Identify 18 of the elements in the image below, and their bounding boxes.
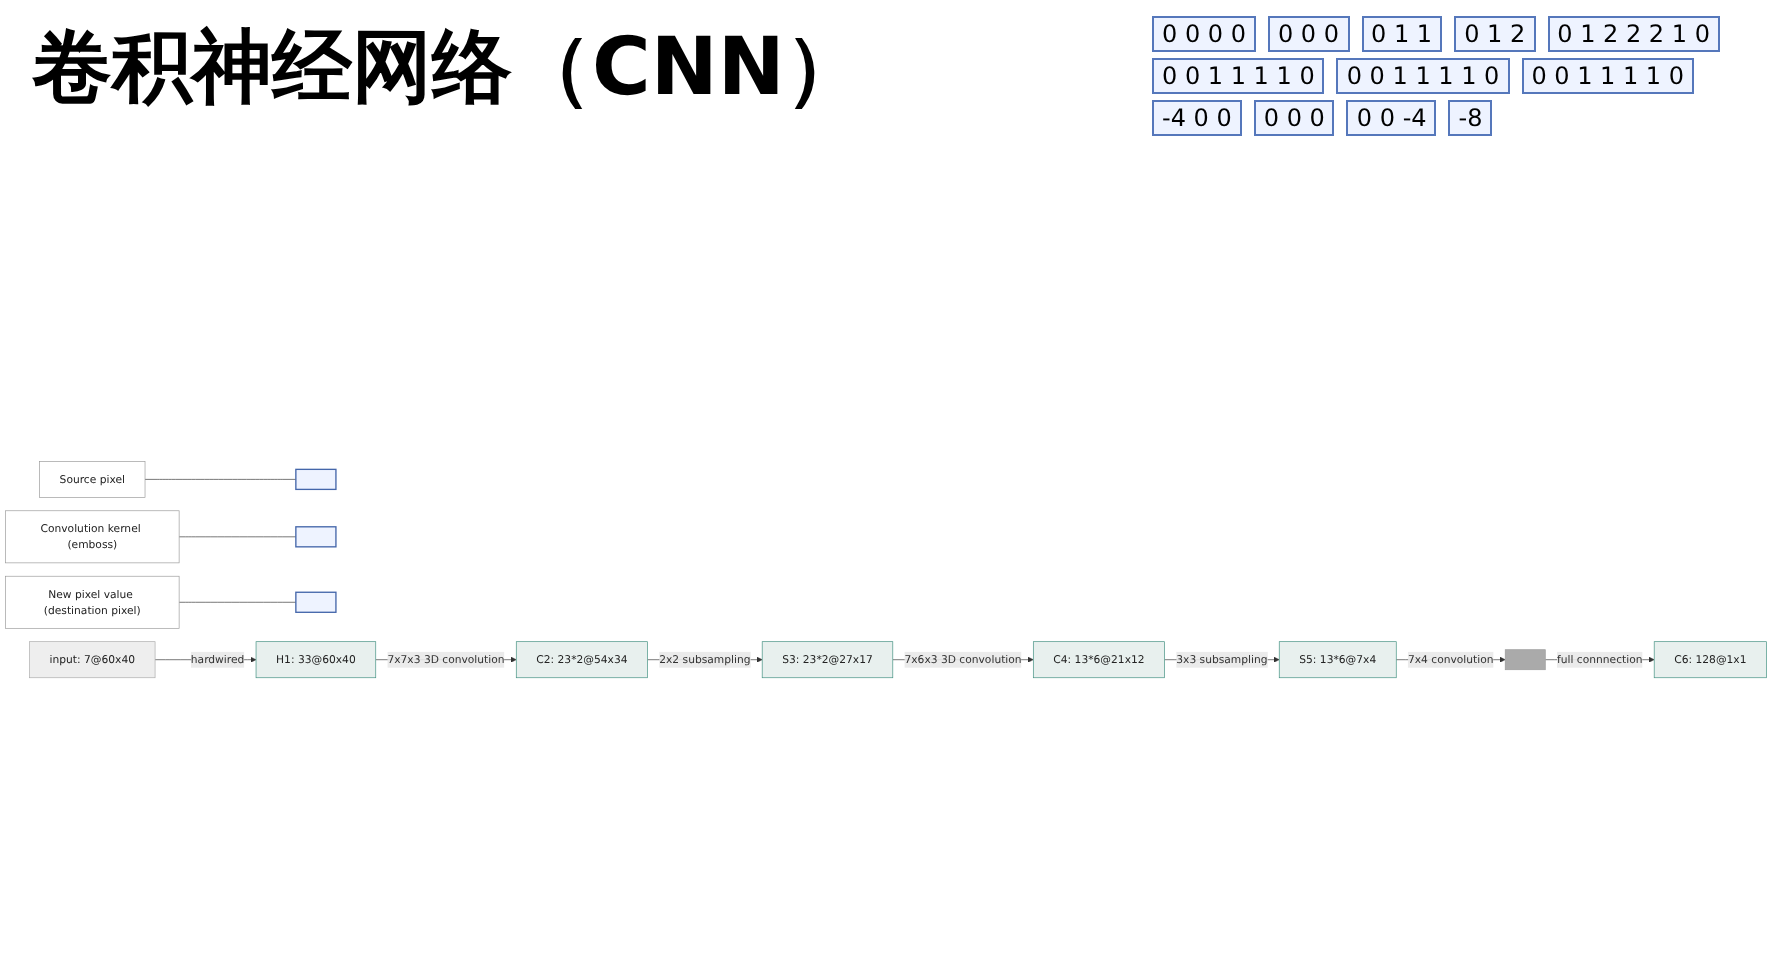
node-box xyxy=(295,526,337,548)
grid-value-row: 0 1 2 xyxy=(1454,16,1536,52)
node-box xyxy=(295,469,337,491)
grid-value-row: -8 xyxy=(1448,100,1493,136)
title: 卷积神经网络（CNN） xyxy=(32,20,865,118)
grid-value-row: 0 0 0 xyxy=(1253,100,1335,136)
grid-value-row: 0 0 -4 xyxy=(1346,100,1437,136)
node-bar xyxy=(1504,649,1546,671)
grid-value-row: 0 1 1 xyxy=(1361,16,1443,52)
grid-value-row: 0 0 0 0 xyxy=(1152,16,1256,52)
node-box xyxy=(295,592,337,614)
grid-value-row: 0 0 1 1 1 1 0 xyxy=(1521,58,1695,94)
grid-value-row: 0 1 2 2 2 1 0 xyxy=(1547,16,1720,52)
grid-value-row: -4 0 0 xyxy=(1152,100,1242,136)
grid-value-row: 0 0 0 xyxy=(1267,16,1350,52)
grid-value-row: 0 0 1 1 1 1 0 xyxy=(1152,58,1325,94)
grid-value-row: 0 0 1 1 1 1 0 xyxy=(1336,58,1510,94)
connector xyxy=(144,479,297,481)
